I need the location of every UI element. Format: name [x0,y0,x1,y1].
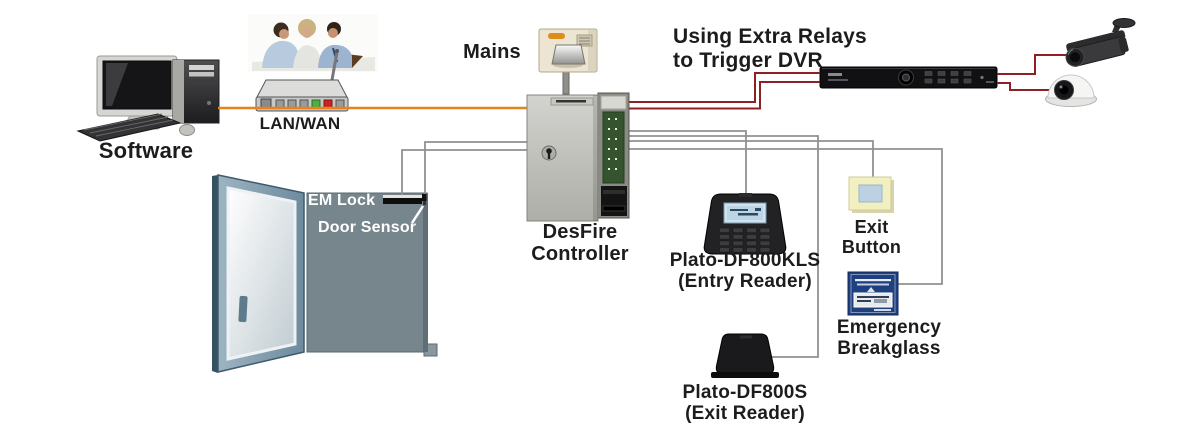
software-label: Software [98,138,194,163]
relays-note-line2: to Trigger DVR [673,48,823,72]
wires [218,54,1074,358]
lan-wan-label: LAN/WAN [259,114,341,133]
emergency-breakglass-icon [847,271,899,316]
wire-controller-exit-reader [629,135,819,358]
exit-reader-label: Plato-DF800S (Exit Reader) [660,382,830,424]
entry-reader-label: Plato-DF800KLS (Entry Reader) [660,250,830,293]
breakglass-label: Emergency Breakglass [804,317,974,360]
em-lock-label: EM Lock [308,192,376,209]
wire-relay-dvr-2 [628,81,820,110]
door-illustration [212,174,438,373]
wire-relay-dvr-1 [628,72,820,103]
controller-label-line1: DesFire [542,221,618,243]
mains-socket-icon [538,28,598,95]
door-sensor-icon [410,194,427,224]
exit-button-label-line1: Exit [854,217,889,237]
wire-controller-em-lock [401,149,527,199]
exit-button-label: Exit Button [824,217,919,257]
exit-reader-label-line2: (Exit Reader) [685,402,805,424]
exit-reader-label-line1: Plato-DF800S [682,382,808,403]
team-photo [248,14,378,72]
exit-reader-icon [711,333,779,378]
mains-label: Mains [463,41,521,63]
wire-controller-door-sensor [424,141,527,198]
entry-reader-label-line2: (Entry Reader) [678,271,812,293]
desktop-computer-icon [76,55,220,142]
dome-camera-icon [1045,74,1097,107]
controller-label: DesFire Controller [514,221,646,266]
wire-dvr-dome-camera [997,82,1050,91]
em-lock-icon [383,195,422,204]
wire-controller-exit-button [629,140,874,179]
exit-button-icon [848,176,894,213]
entry-reader-icon [703,193,787,255]
wire-controller-breakglass [629,148,943,285]
desfire-controller-icon [526,92,630,222]
entry-reader-label-line1: Plato-DF800KLS [669,250,821,271]
dvr-unit-icon [819,66,998,89]
wire-controller-entry-reader [629,130,747,194]
door-sensor-label: Door Sensor [318,219,417,236]
wire-dvr-bullet-camera [997,54,1074,75]
controller-label-line2: Controller [531,243,629,266]
breakglass-label-line1: Emergency [836,317,942,338]
breakglass-label-line2: Breakglass [837,338,941,360]
relays-note-line1: Using Extra Relays [673,25,867,48]
relays-note-label: Using Extra Relays to Trigger DVR [673,25,903,72]
exit-button-label-line2: Button [841,237,902,258]
bullet-camera-icon [1065,18,1136,67]
